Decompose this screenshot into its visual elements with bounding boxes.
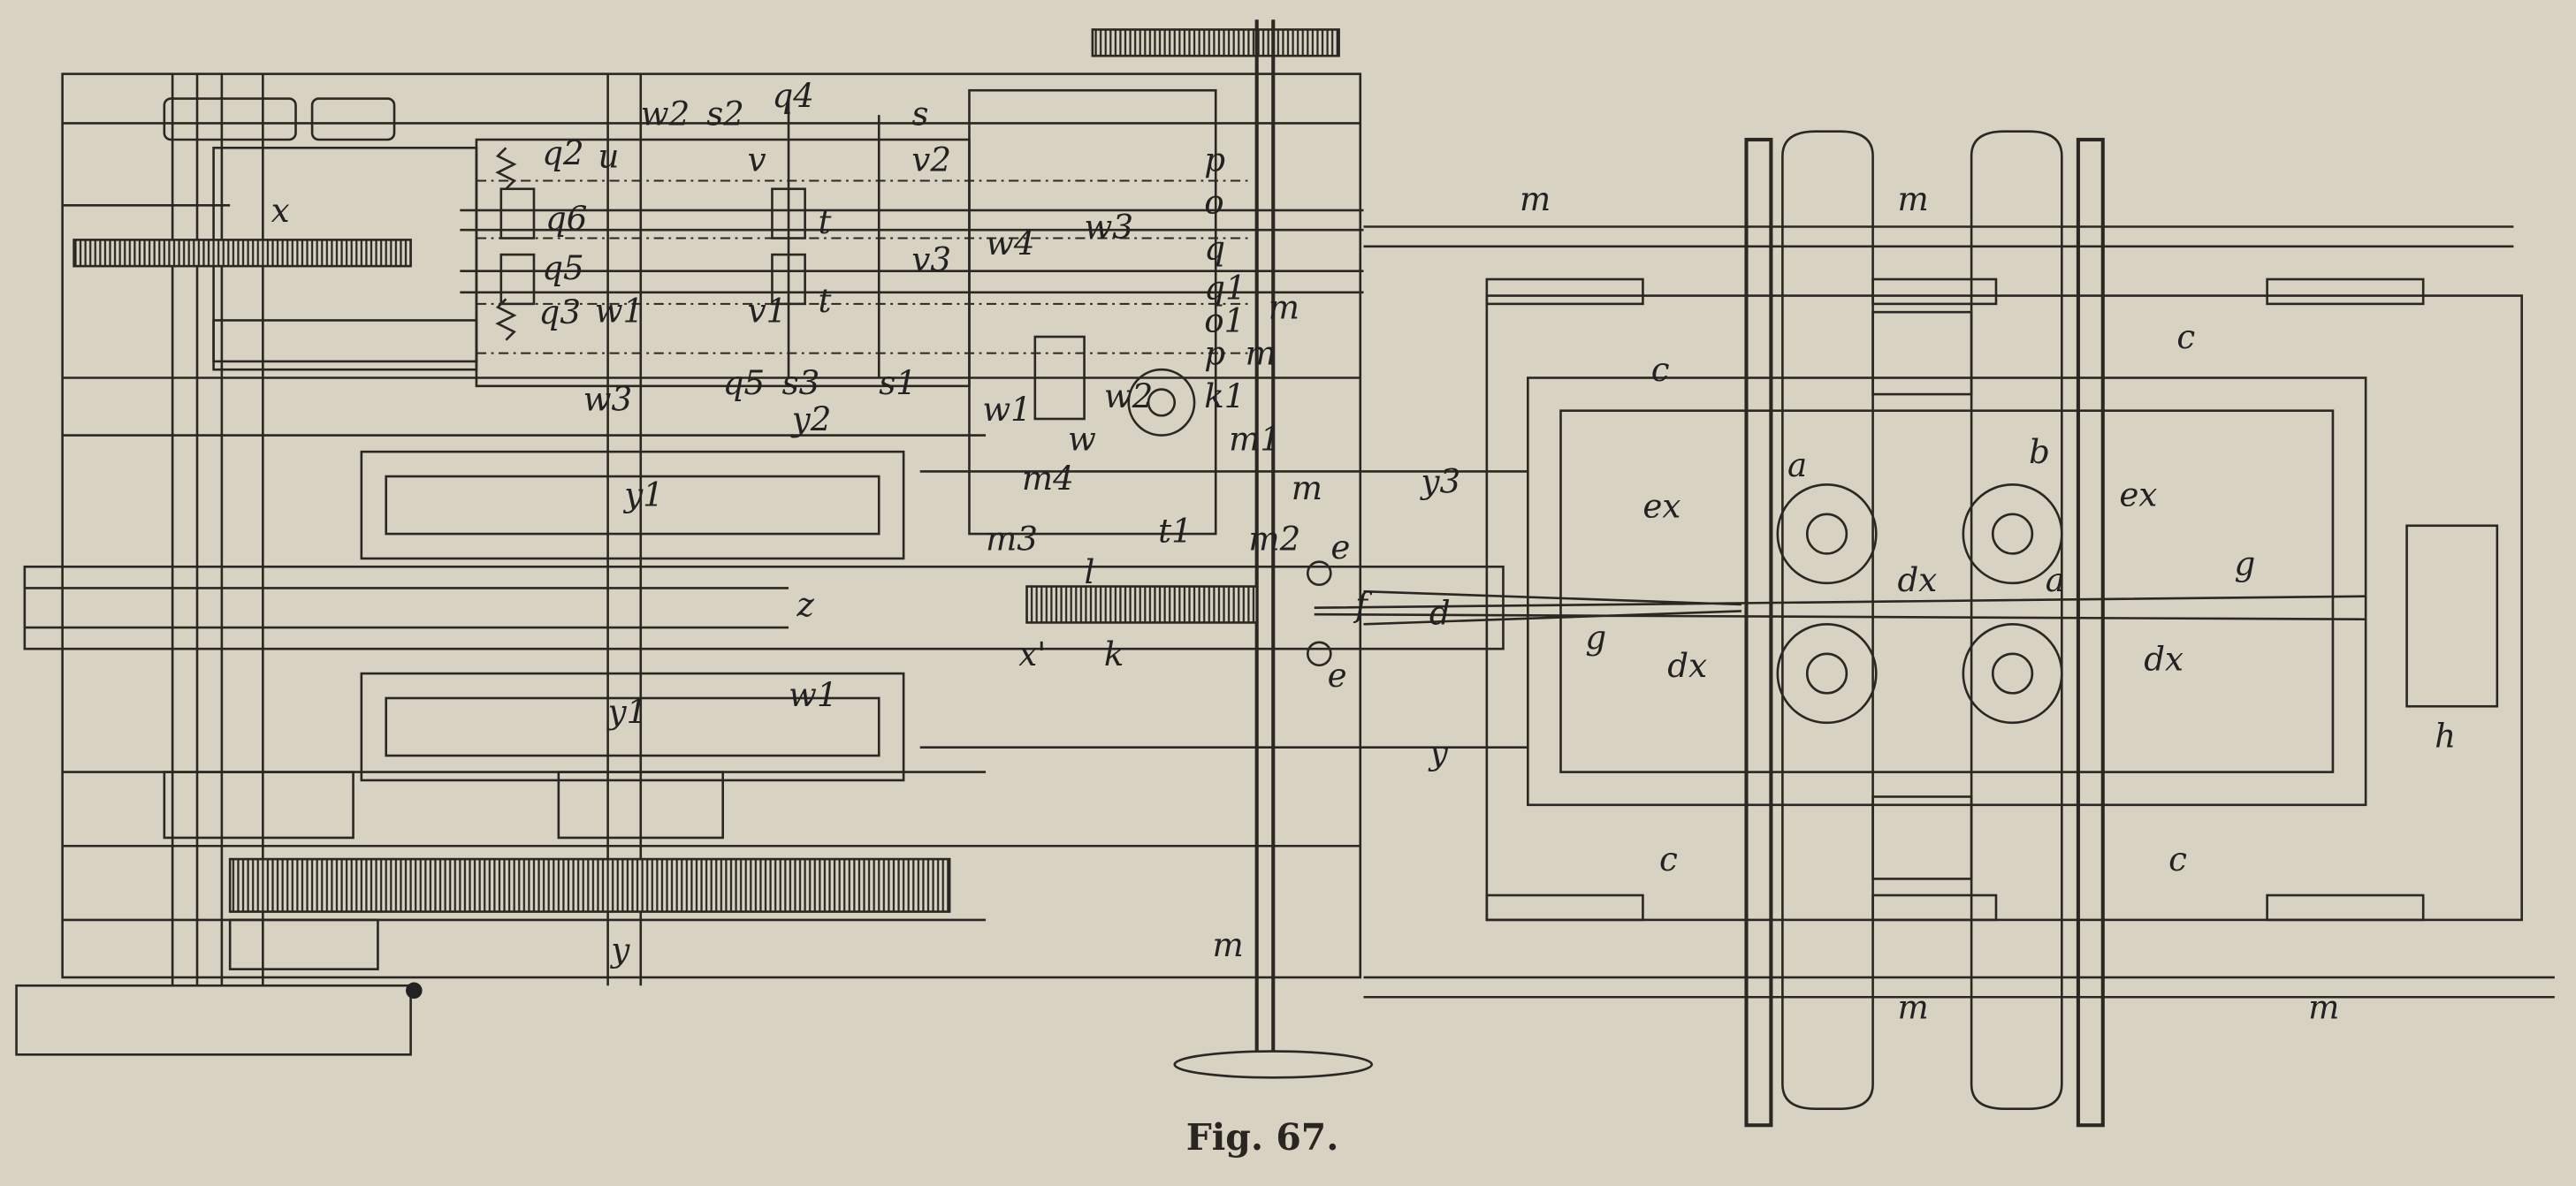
label-q6: q6	[545, 199, 587, 238]
label-m1: m1	[1229, 419, 1281, 458]
label-v1: v1	[748, 291, 788, 330]
label-c-c: c	[1659, 840, 1678, 878]
label-u: u	[598, 137, 619, 176]
label-w1-low: w1	[982, 390, 1031, 429]
label-y3: y3	[1420, 462, 1461, 501]
label-m-c: m	[1213, 925, 1244, 964]
label-s3: s3	[782, 363, 820, 402]
label-q5-low: q5	[723, 363, 765, 402]
figure-caption: Fig. 67.	[1186, 1116, 1339, 1159]
label-y1-low: y1	[606, 692, 648, 731]
label-c-a: c	[1651, 350, 1670, 389]
label-e2: e	[1328, 656, 1347, 695]
label-c-b: c	[2176, 317, 2195, 356]
label-o1: o1	[1204, 300, 1245, 339]
label-w2-low: w2	[1104, 376, 1153, 415]
label-x: x	[271, 191, 290, 230]
label-t: t	[818, 202, 831, 241]
label-y: y	[1428, 733, 1449, 772]
label-c-d: c	[2168, 840, 2187, 878]
label-t2: t	[818, 281, 831, 320]
label-dx-left: dx	[1667, 646, 1707, 685]
label-h: h	[2435, 717, 2456, 756]
cylinders	[23, 450, 2366, 782]
label-p: p	[1204, 140, 1225, 179]
label-s1: s1	[879, 363, 917, 402]
label-w3: w3	[1085, 208, 1133, 247]
label-t1: t1	[1158, 511, 1193, 550]
label-k1: k1	[1204, 376, 1245, 415]
label-q4: q4	[772, 76, 813, 115]
label-s2: s2	[706, 94, 744, 133]
label-l: l	[1085, 552, 1095, 591]
label-g-right: g	[2234, 544, 2255, 583]
label-b: b	[2029, 432, 2050, 471]
label-o: o	[1204, 183, 1223, 222]
label-m-g: m	[1292, 468, 1322, 507]
label-dx-center: dx	[1897, 560, 1937, 599]
label-m2: m2	[1248, 520, 1300, 559]
part-labels: x q2 u w2 s2 q4 s v v2 p o q t q6 w4 w3 …	[271, 76, 2456, 1027]
label-v2: v2	[911, 140, 951, 179]
label-q1: q1	[1204, 268, 1246, 307]
label-m-b: m	[1897, 179, 1928, 218]
mechanism-box	[460, 19, 1374, 1079]
label-q: q	[1204, 229, 1225, 268]
label-y2: y2	[790, 399, 832, 438]
label-e: e	[1330, 528, 1350, 566]
label-q3: q3	[539, 293, 581, 331]
label-ex-left: ex	[1642, 486, 1680, 525]
label-q5: q5	[542, 248, 583, 287]
label-m-top: m	[1246, 334, 1277, 373]
label-z: z	[796, 585, 814, 624]
label-ex-right: ex	[2119, 475, 2157, 513]
label-m-a: m	[1520, 179, 1551, 218]
label-k: k	[1104, 635, 1124, 673]
label-m4: m4	[1022, 459, 1074, 498]
label-y-bottom: y	[609, 930, 630, 969]
label-y1: y1	[622, 475, 664, 513]
label-v3: v3	[911, 240, 951, 279]
label-g: g	[1585, 618, 1606, 657]
label-w2: w2	[641, 94, 690, 133]
label-a: a	[1787, 445, 1807, 484]
label-q2: q2	[542, 133, 583, 172]
label-x-prime: x'	[1018, 635, 1046, 673]
label-v: v	[748, 140, 766, 179]
roller-frame	[1363, 130, 2555, 1128]
label-m-f: m	[1269, 288, 1299, 327]
label-w4: w4	[986, 224, 1034, 262]
label-p2: p	[1204, 334, 1225, 373]
label-a2: a	[2046, 560, 2065, 599]
label-s: s	[911, 94, 928, 133]
label-d: d	[1429, 593, 1451, 632]
left-frame	[15, 72, 1362, 1056]
label-m3: m3	[986, 520, 1038, 559]
label-m-d: m	[1897, 987, 1928, 1026]
label-m-e: m	[2308, 987, 2339, 1026]
label-w1-rod: w1	[789, 675, 837, 714]
label-w: w	[1068, 419, 1096, 458]
label-dx-right: dx	[2144, 639, 2184, 678]
label-w3-low: w3	[583, 380, 632, 419]
label-w1: w1	[595, 291, 644, 330]
